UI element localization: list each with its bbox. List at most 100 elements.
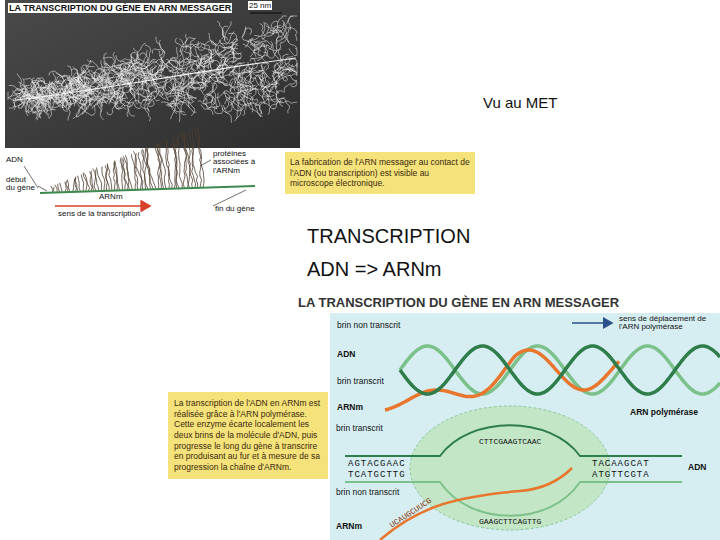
mrna-fiber <box>75 177 78 192</box>
micrograph-fiber <box>82 98 93 114</box>
micrograph-fiber <box>149 67 165 77</box>
micrograph-fiber <box>228 33 237 43</box>
micrograph-fiber <box>181 88 197 99</box>
micrograph-fiber <box>121 60 135 72</box>
micrograph-fiber <box>266 94 282 103</box>
part-label: brin non transcrit <box>336 321 401 331</box>
mrna-fiber <box>93 169 99 192</box>
micrograph-fiber <box>106 63 123 74</box>
micrograph-fiber <box>287 28 297 41</box>
micrograph-fiber <box>238 91 247 105</box>
micrograph-fiber <box>278 49 281 67</box>
non-transcribed-strand <box>400 346 720 394</box>
mrna-fiber <box>155 145 160 189</box>
mrna-fiber <box>102 167 105 191</box>
micrograph-fiber <box>65 94 72 110</box>
part-label: brin transcrit <box>336 424 383 434</box>
micrograph-fiber <box>145 45 151 62</box>
micrograph-fiber <box>100 68 111 81</box>
micrograph-fiber <box>17 74 26 89</box>
micrograph-fiber <box>228 74 243 83</box>
micrograph-fiber <box>159 51 163 70</box>
micrograph-fiber <box>120 88 135 97</box>
part-label: fin du gène <box>215 204 255 213</box>
part-label: brin transcrit <box>336 377 385 387</box>
scale-bar <box>250 12 282 13</box>
micrograph-fiber <box>154 84 166 100</box>
micrograph-fiber <box>78 85 87 103</box>
heading-label: TRANSCRIPTION <box>307 225 470 248</box>
micrograph-fiber <box>280 68 295 75</box>
mrna-fiber <box>78 176 81 192</box>
dna-helix <box>385 346 720 410</box>
micrograph-fiber <box>272 76 279 94</box>
micrograph-fiber <box>127 98 133 117</box>
micrograph-fiber <box>264 51 278 59</box>
micrograph-fiber <box>49 71 63 79</box>
micrograph-fiber <box>235 101 239 121</box>
micrograph-fiber <box>177 60 196 62</box>
micrograph-fiber <box>112 52 115 70</box>
direction-arrow <box>55 205 150 207</box>
base-sequence: CTTCGAAGTCAAC <box>479 437 541 446</box>
micrograph-fiber <box>68 101 71 121</box>
micrograph-fiber <box>272 69 284 83</box>
micrograph-fiber <box>67 85 81 96</box>
micrograph-fiber <box>101 60 109 78</box>
micrograph-fiber <box>261 63 268 71</box>
micrograph-fiber <box>122 70 135 82</box>
micrograph-fiber <box>212 49 225 61</box>
micrograph <box>5 0 300 148</box>
micrograph-fiber <box>184 91 195 103</box>
micrograph-fiber <box>23 78 28 96</box>
mrna-fiber <box>125 155 132 190</box>
micrograph-fiber <box>222 48 239 54</box>
mrna-fiber <box>147 146 157 189</box>
title: LA TRANSCRIPTION DU GÈNE EN ARN MESSAGER <box>8 3 232 13</box>
micrograph-fiber <box>210 76 227 85</box>
heading-label: ADN => ARNm <box>307 258 441 281</box>
micrograph-fiber <box>89 94 109 99</box>
micrograph-fiber <box>207 95 218 110</box>
micrograph-fiber <box>42 84 58 90</box>
micrograph-fiber <box>124 100 139 107</box>
mrna-fiber <box>58 184 60 193</box>
mrna-fiber <box>138 152 142 190</box>
micrograph-fiber <box>247 40 267 43</box>
micrograph-fiber <box>281 22 286 40</box>
micrograph-fiber <box>80 78 99 82</box>
micrograph-fiber <box>250 83 259 100</box>
note-label: Vu au MET <box>483 94 557 111</box>
micrograph-fiber <box>213 77 224 91</box>
transcribed-strand <box>400 346 720 394</box>
mrna-fiber <box>189 131 196 188</box>
micrograph-fiber <box>267 26 283 34</box>
micrograph-fiber <box>67 82 77 91</box>
micrograph-fiber <box>184 87 193 102</box>
micrograph-fiber <box>181 50 185 70</box>
micrograph-fiber <box>143 99 155 106</box>
micrograph-fiber <box>84 72 90 91</box>
micrograph-fiber <box>224 91 229 109</box>
micrograph-fiber <box>136 54 148 67</box>
micrograph-fiber <box>289 63 298 67</box>
micrograph-fiber <box>82 69 89 85</box>
mrna-fiber <box>60 183 63 193</box>
micrograph-fiber <box>156 37 165 54</box>
mrna-fiber <box>91 171 94 192</box>
micrograph-fiber <box>200 55 208 66</box>
micrograph-fiber <box>268 101 281 115</box>
micrograph-fiber <box>245 96 253 112</box>
mrna-fiber <box>67 180 70 192</box>
mrna-fiber <box>97 168 102 192</box>
part-label: ADN <box>336 350 356 360</box>
caption-text: La transcription de l'ADN en ARNm est ré… <box>174 398 322 472</box>
micrograph-fiber <box>182 75 192 89</box>
micrograph-fiber <box>159 60 176 66</box>
micrograph-fiber <box>185 58 198 70</box>
micrograph-fiber <box>127 56 132 74</box>
micrograph-fiber <box>56 72 67 89</box>
micrograph-fiber <box>221 48 238 58</box>
micrograph-fiber <box>209 91 216 105</box>
